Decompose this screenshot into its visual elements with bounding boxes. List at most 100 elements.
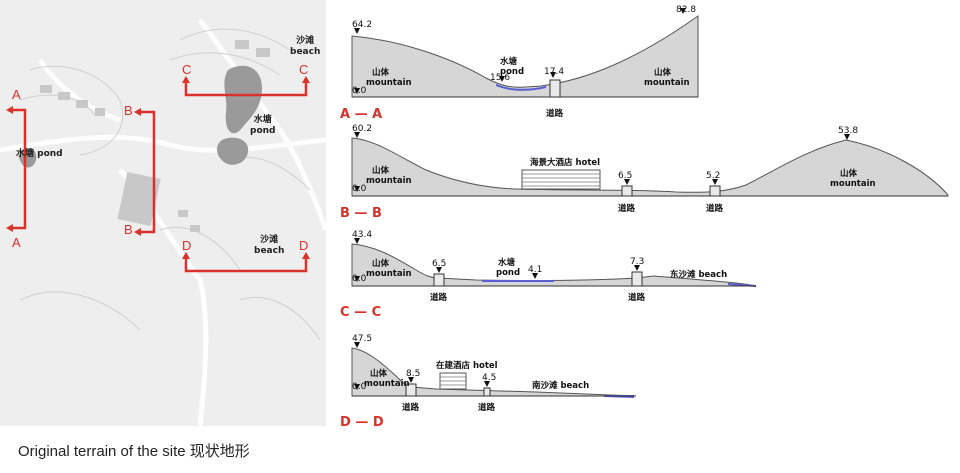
section-b-terrain — [351, 137, 949, 197]
section-d-marker-road-2 — [484, 381, 490, 387]
section-c-marker-left — [354, 238, 360, 244]
map-ponds — [19, 65, 262, 168]
figure-caption: Original terrain of the site 现状地形 — [18, 443, 250, 460]
section-marker-d-left: D — [182, 238, 192, 253]
section-d-elev-road-2: 4.5 — [482, 373, 496, 383]
section-a-mountain-left-cn: 山体 — [372, 67, 390, 78]
section-c-pond-water — [482, 280, 554, 282]
section-b-hotel-lines — [522, 173, 600, 187]
section-a-elev-base: 0.0 — [352, 86, 367, 96]
section-d-beach-label: 南沙滩 beach — [532, 380, 589, 391]
section-b-road-2-label: 道路 — [706, 203, 724, 214]
section-a-elev-right: 82.8 — [676, 5, 696, 15]
section-a-mountain-right-en: mountain — [644, 78, 690, 88]
section-a-road-label: 道路 — [546, 108, 564, 119]
section-a-marker-base — [354, 88, 360, 94]
map-roads — [0, 18, 326, 426]
section-b-elev-base: 0.0 — [352, 184, 367, 194]
section-c-pond-cn: 水塘 — [497, 257, 516, 268]
section-a-pond-en: pond — [500, 67, 524, 77]
map-contours — [19, 28, 321, 341]
section-d-road-1-label: 道路 — [402, 402, 420, 413]
section-c-road-2 — [631, 271, 643, 287]
section-b-mountain-right-en: mountain — [830, 179, 876, 189]
section-d-elev-left: 47.5 — [352, 334, 372, 344]
section-d-marker-base — [354, 384, 360, 390]
section-c-elev-base: 0.0 — [352, 274, 367, 284]
section-marker-d-right: D — [299, 238, 309, 253]
section-d-elev-road-1: 8.5 — [406, 369, 420, 379]
section-a-marker-right — [680, 8, 686, 14]
section-a-pond-water — [496, 84, 546, 91]
section-a-marker-pond — [499, 76, 505, 82]
section-b-mountain-left-cn: 山体 — [372, 165, 390, 176]
section-c-marker-base — [354, 276, 360, 282]
section-b-road-1 — [621, 185, 633, 197]
section-d-road-2 — [483, 387, 491, 397]
section-a-elev-left: 64.2 — [352, 20, 372, 30]
section-d-hotel-lines — [440, 376, 466, 386]
section-a-terrain — [351, 15, 699, 98]
beach-label-top-en: beach — [290, 47, 321, 57]
section-d-marker-road-1 — [408, 377, 414, 383]
section-a-mountain-left-en: mountain — [366, 78, 412, 88]
section-d-road-2-label: 道路 — [478, 402, 496, 413]
section-a-elev-road: 17.4 — [544, 67, 564, 77]
map-section-arrows — [6, 76, 310, 259]
map-section-lines — [12, 82, 308, 273]
section-marker-b-top: B — [124, 103, 133, 118]
section-c-title: C — C — [340, 305, 381, 320]
section-b-marker-left — [354, 132, 360, 138]
section-c-elev-road-2: 7.3 — [630, 257, 644, 267]
section-c-road-1-label: 道路 — [430, 292, 448, 303]
section-c-marker-road-1 — [436, 267, 442, 273]
section-b-mountain-left-en: mountain — [366, 176, 412, 186]
pond-label-center-en: pond — [250, 126, 276, 136]
section-c-road-1 — [433, 273, 445, 287]
section-b-hotel-block — [521, 169, 601, 190]
section-c-marker-road-2 — [634, 265, 640, 271]
section-a-title: A — A — [340, 107, 382, 122]
section-marker-b-bottom: B — [124, 222, 133, 237]
beach-label-top-cn: 沙滩 — [296, 36, 315, 46]
section-c: 43.4 6.5 4.1 7.3 0.0 山体 mountain 水塘 pond… — [340, 230, 757, 320]
section-c-pond-en: pond — [496, 268, 520, 278]
section-b: 60.2 53.8 6.5 5.2 0.0 山体 mountain 山体 mou… — [340, 124, 949, 221]
section-c-beach-label: 东沙滩 beach — [670, 269, 727, 280]
section-b-elev-road-2: 5.2 — [706, 171, 720, 181]
section-b-marker-road-1 — [624, 179, 630, 185]
section-c-mountain-en: mountain — [366, 269, 412, 279]
section-c-elev-left: 43.4 — [352, 230, 372, 240]
section-b-road-1-label: 道路 — [618, 203, 636, 214]
section-a-mountain-right-cn: 山体 — [654, 67, 672, 78]
site-map: A A B B C C D D 水塘 pond 水塘 pond 沙滩 beach… — [0, 0, 326, 426]
beach-label-bottom: 沙滩 beach — [254, 235, 284, 257]
terrain-sections: .ter { fill: #d6d6d6; stroke: #555; stro… — [336, 0, 960, 440]
terrain-sections-drawing: .ter { fill: #d6d6d6; stroke: #555; stro… — [340, 5, 949, 430]
section-c-terrain — [351, 243, 757, 287]
section-a-elev-pond: 15.6 — [490, 73, 510, 83]
beach-label-top: 沙滩 beach — [290, 36, 320, 58]
pond-label-center: 水塘 pond — [250, 115, 275, 137]
section-b-elev-left: 60.2 — [352, 124, 372, 134]
section-c-mountain-cn: 山体 — [372, 258, 390, 269]
section-d-marker-left — [354, 342, 360, 348]
section-a: 64.2 82.8 15.6 17.4 0.0 山体 mountain 山体 m… — [340, 5, 699, 122]
section-marker-a-top: A — [12, 87, 21, 102]
beach-label-bottom-en: beach — [254, 246, 285, 256]
section-d-title: D — D — [340, 415, 384, 430]
section-d-mountain-cn: 山体 — [370, 368, 388, 379]
section-a-pond-cn: 水塘 — [499, 56, 518, 67]
beach-label-bottom-cn: 沙滩 — [260, 235, 279, 245]
map-buildings — [40, 40, 270, 232]
section-c-road-2-label: 道路 — [628, 292, 646, 303]
section-marker-a-bottom: A — [12, 235, 21, 250]
section-b-marker-base — [354, 186, 360, 192]
section-b-elev-right: 53.8 — [838, 126, 858, 136]
section-d-elev-base: 0.0 — [352, 382, 367, 392]
section-b-mountain-right-cn: 山体 — [840, 168, 858, 179]
section-b-marker-road-2 — [712, 179, 718, 185]
section-c-elev-pond: 4.1 — [528, 265, 542, 275]
section-marker-c-left: C — [182, 62, 192, 77]
section-a-marker-road — [550, 72, 556, 78]
